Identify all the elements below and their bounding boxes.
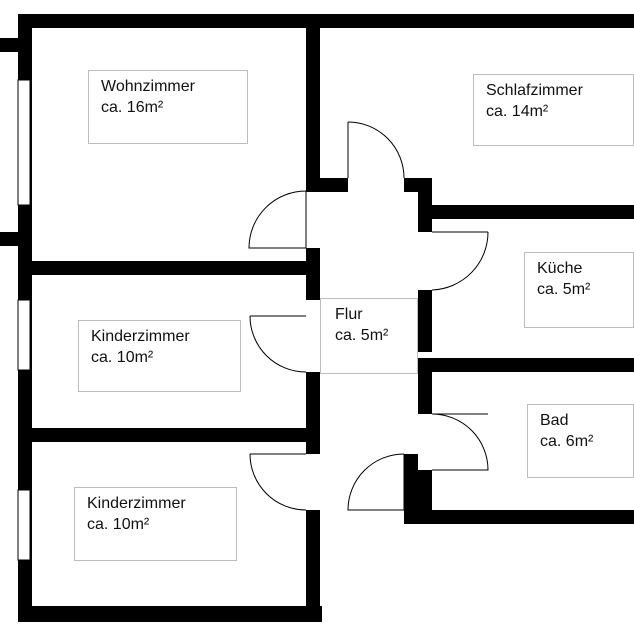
room-area: ca. 14m²	[486, 103, 549, 120]
room-area: ca. 6m²	[540, 433, 594, 450]
room-name: Kinderzimmer	[87, 495, 186, 512]
room-label-wohnzimmer: Wohnzimmer ca. 16m²	[88, 70, 248, 144]
room-area: ca. 10m²	[87, 516, 150, 533]
room-name: Bad	[540, 412, 569, 429]
room-area: ca. 5m²	[537, 281, 591, 298]
wall-left-stub-top	[0, 38, 32, 52]
window-kinderzimmer-1	[17, 299, 31, 371]
door-bad-arc	[431, 413, 489, 471]
room-label-kinderzimmer-2: Kinderzimmer ca. 10m²	[74, 487, 237, 561]
wall-corridor-left-1	[306, 14, 320, 191]
wall-left-stub-mid	[0, 232, 32, 246]
wall-bad-bottom	[404, 510, 634, 524]
wall-corridor-right-3	[418, 362, 432, 414]
door-schlafzimmer-arc	[347, 121, 405, 179]
wall-wohn-kinder1	[18, 261, 318, 275]
room-name: Schlafzimmer	[486, 82, 583, 99]
wall-corridor-left-4	[306, 510, 320, 622]
room-label-flur: Flur ca. 5m²	[320, 298, 418, 374]
room-label-kinderzimmer-1: Kinderzimmer ca. 10m²	[78, 320, 241, 392]
room-label-kueche: Küche ca. 5m²	[524, 252, 634, 328]
room-name: Wohnzimmer	[101, 78, 195, 95]
wall-kinder1-kinder2	[18, 428, 318, 442]
wall-bottom	[18, 606, 322, 622]
door-kinder1-arc	[249, 315, 307, 373]
door-flur-bottom-arc	[347, 453, 405, 511]
door-kinder2-arc	[249, 453, 307, 511]
window-kinderzimmer-2	[17, 489, 31, 561]
wall-schlaf-corner-left	[306, 178, 348, 192]
room-name: Flur	[335, 306, 363, 323]
wall-corridor-bottom-stub	[404, 454, 418, 524]
room-label-schlafzimmer: Schlafzimmer ca. 14m²	[473, 74, 634, 146]
wall-schlaf-kueche	[418, 205, 634, 219]
wall-corridor-right-2	[418, 290, 432, 352]
room-name: Küche	[537, 260, 583, 277]
door-kueche-arc	[431, 231, 489, 291]
room-area: ca. 5m²	[335, 327, 389, 344]
wall-corridor-left-3	[306, 372, 320, 454]
room-label-bad: Bad ca. 6m²	[527, 404, 634, 478]
wall-corridor-left-2	[306, 248, 320, 300]
wall-top	[18, 14, 634, 28]
room-area: ca. 10m²	[91, 349, 154, 366]
room-name: Kinderzimmer	[91, 328, 190, 345]
window-wohnzimmer	[17, 79, 31, 206]
door-wohnzimmer-arc	[248, 190, 307, 249]
room-area: ca. 16m²	[101, 99, 164, 116]
wall-kueche-bad	[418, 358, 634, 372]
